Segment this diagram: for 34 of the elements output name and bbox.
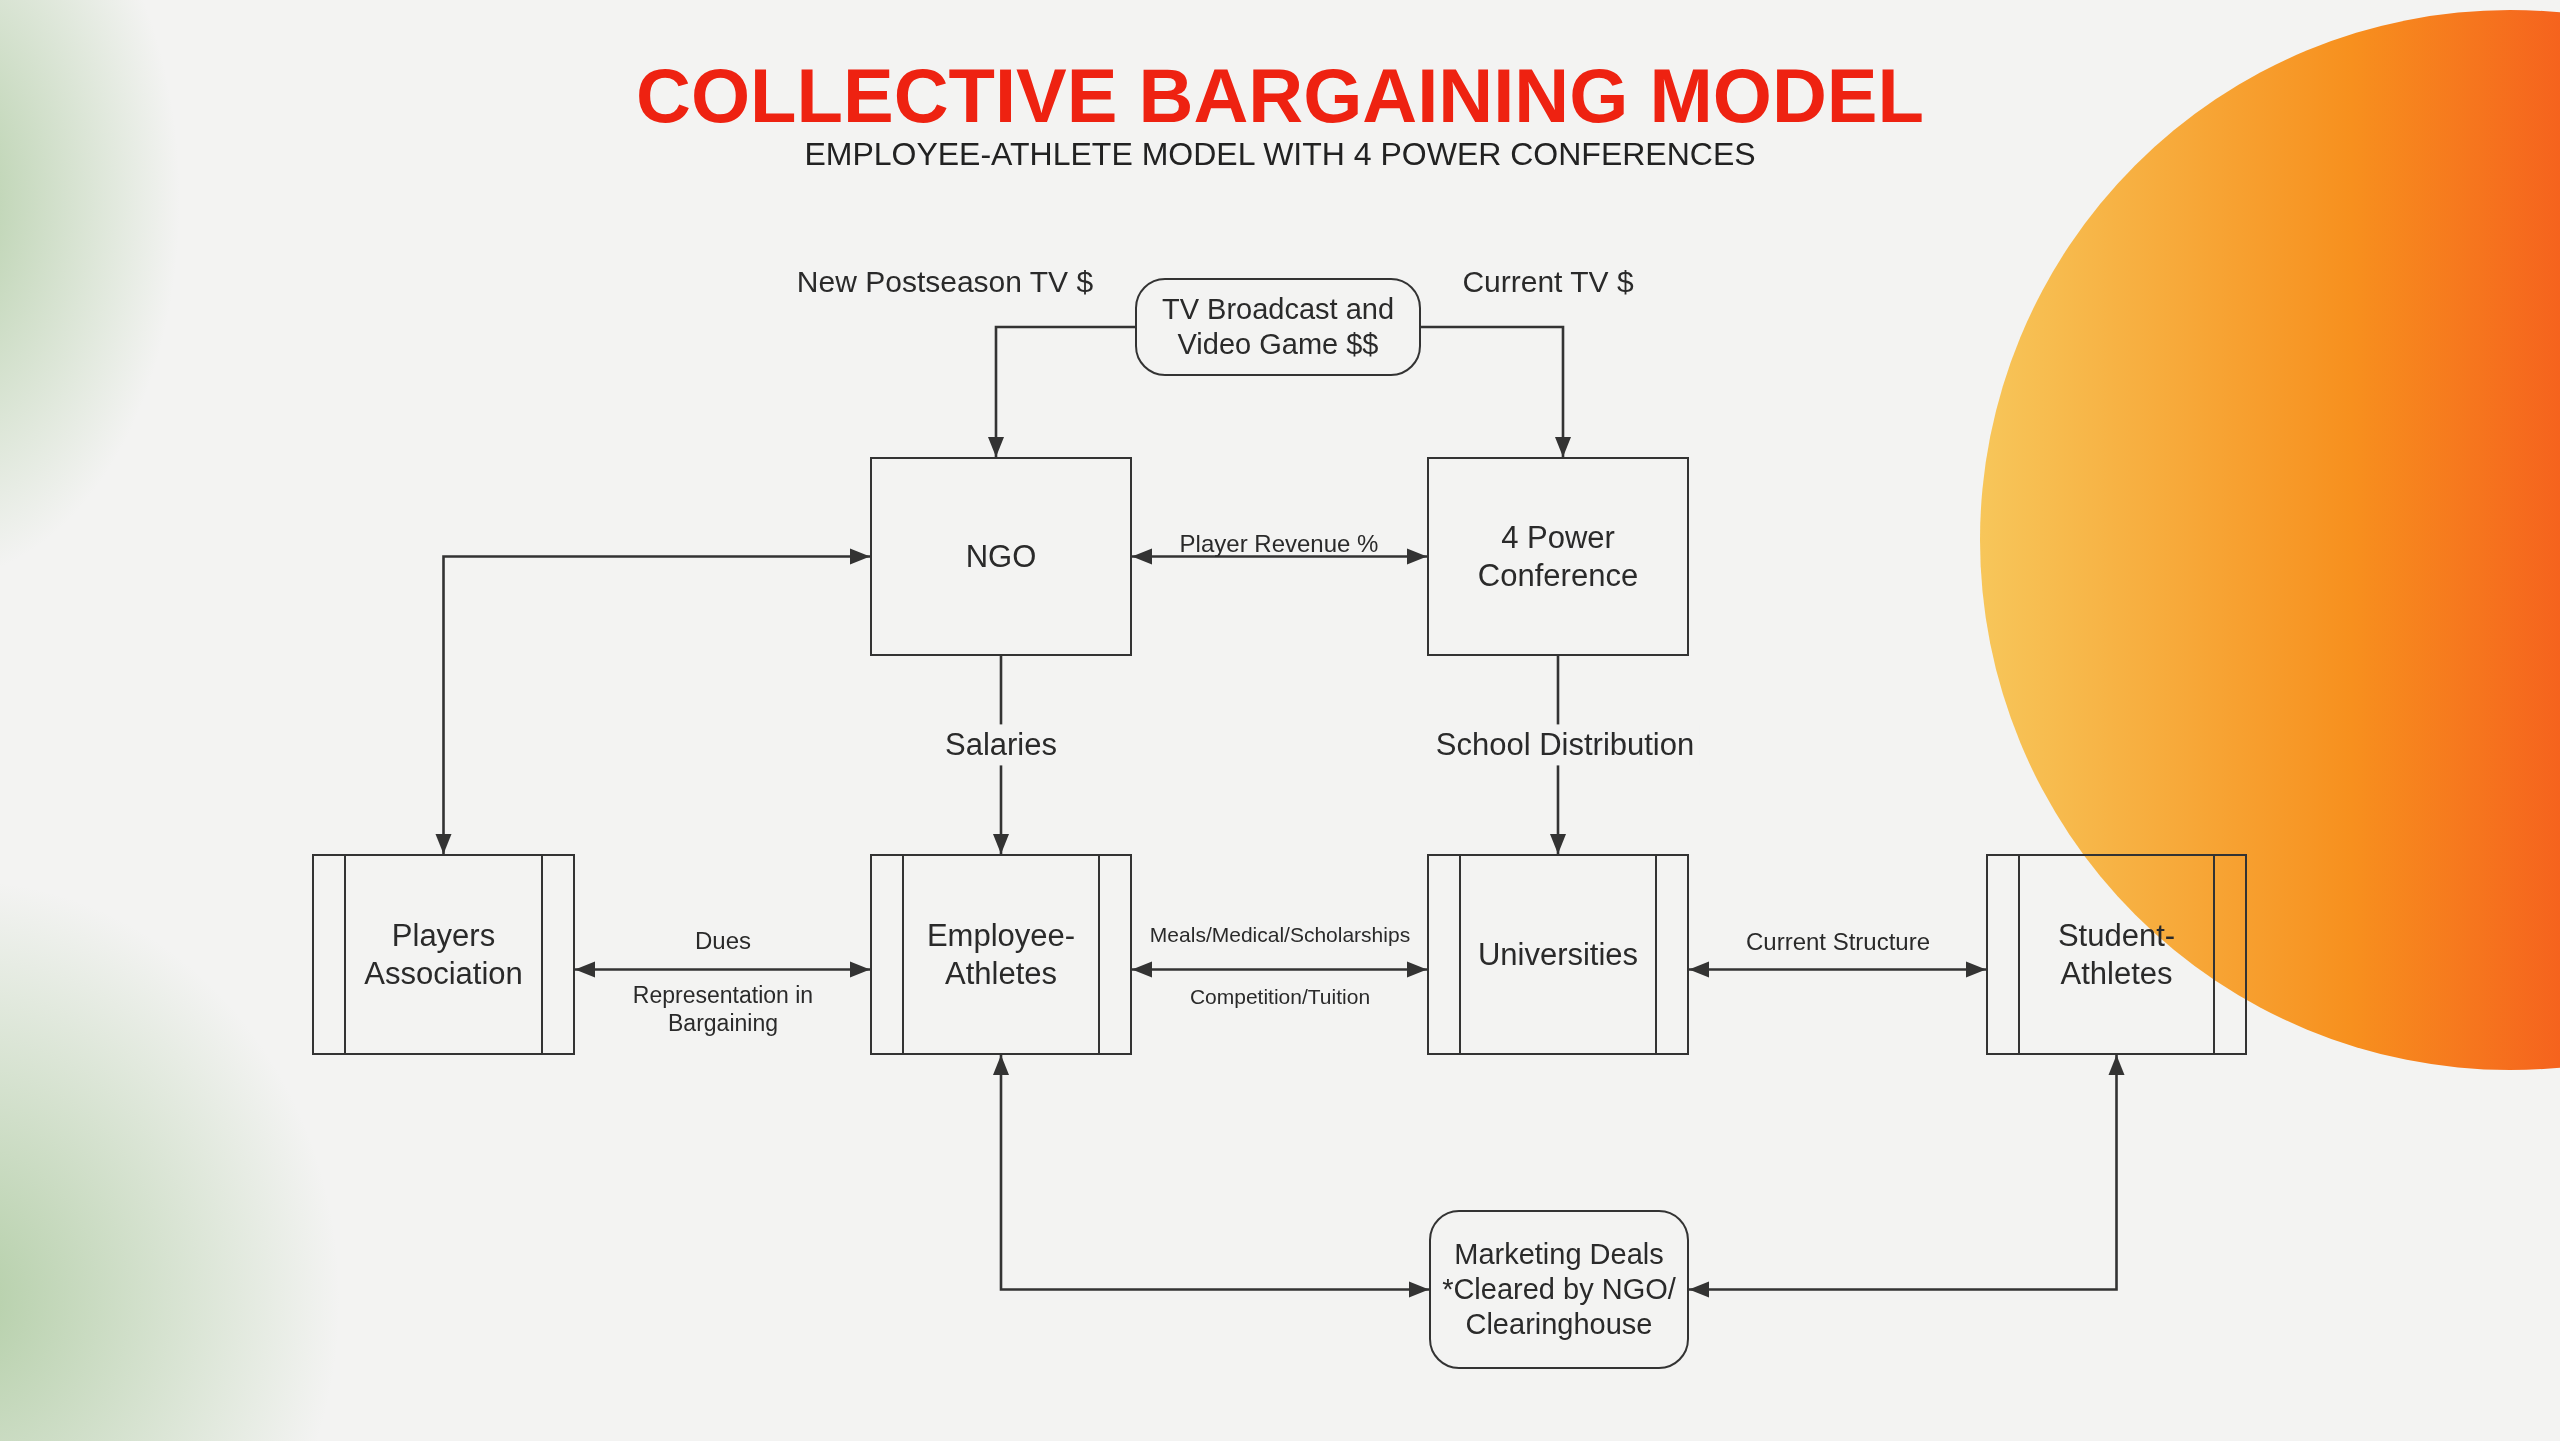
node-label: NGO	[965, 537, 1037, 576]
edge-note: Representation in Bargaining	[631, 982, 815, 1038]
arrow	[1689, 1055, 2125, 1298]
predefined-process-box	[1427, 854, 1689, 1055]
predefined-process-box	[1986, 854, 2247, 1055]
arrow	[988, 325, 1135, 457]
node-label: Universities	[1477, 935, 1639, 974]
edge-note: Competition/Tuition	[1188, 984, 1372, 1010]
edge-label: Current TV $	[1462, 264, 1634, 300]
arrow	[1132, 548, 1427, 565]
predefined-process-box	[870, 854, 1132, 1055]
process-box	[1427, 457, 1689, 656]
edge-label: Meals/Medical/Scholarships	[1149, 922, 1411, 948]
subtitle: EMPLOYEE-ATHLETE MODEL WITH 4 POWER CONFERENCES	[803, 136, 1757, 173]
edge-label: Dues	[695, 926, 751, 956]
arrow	[1421, 325, 1571, 457]
edge-label: Current Structure	[1745, 927, 1931, 957]
arrow	[1132, 961, 1427, 978]
edge-label: Player Revenue %	[1179, 529, 1379, 559]
process-box	[870, 457, 1132, 656]
rounded-box	[1429, 1210, 1689, 1369]
predefined-process-box	[312, 854, 575, 1055]
node-label: 4 Power Conference	[1476, 519, 1640, 594]
rounded-box	[1135, 278, 1421, 376]
node-label: Marketing Deals *Cleared by NGO/ Clearinghouse	[1441, 1237, 1677, 1342]
node-label: Employee-Athletes	[925, 917, 1077, 992]
arrow	[435, 548, 870, 854]
arrow	[1689, 961, 1986, 978]
arrow	[575, 961, 870, 978]
arrow	[993, 1055, 1429, 1298]
edge-label: New Postseason TV $	[796, 264, 1094, 300]
node-label: Players Association	[363, 917, 524, 992]
node-label: TV Broadcast and Video Game $$	[1160, 292, 1396, 362]
title: COLLECTIVE BARGAINING MODEL	[635, 52, 1925, 139]
